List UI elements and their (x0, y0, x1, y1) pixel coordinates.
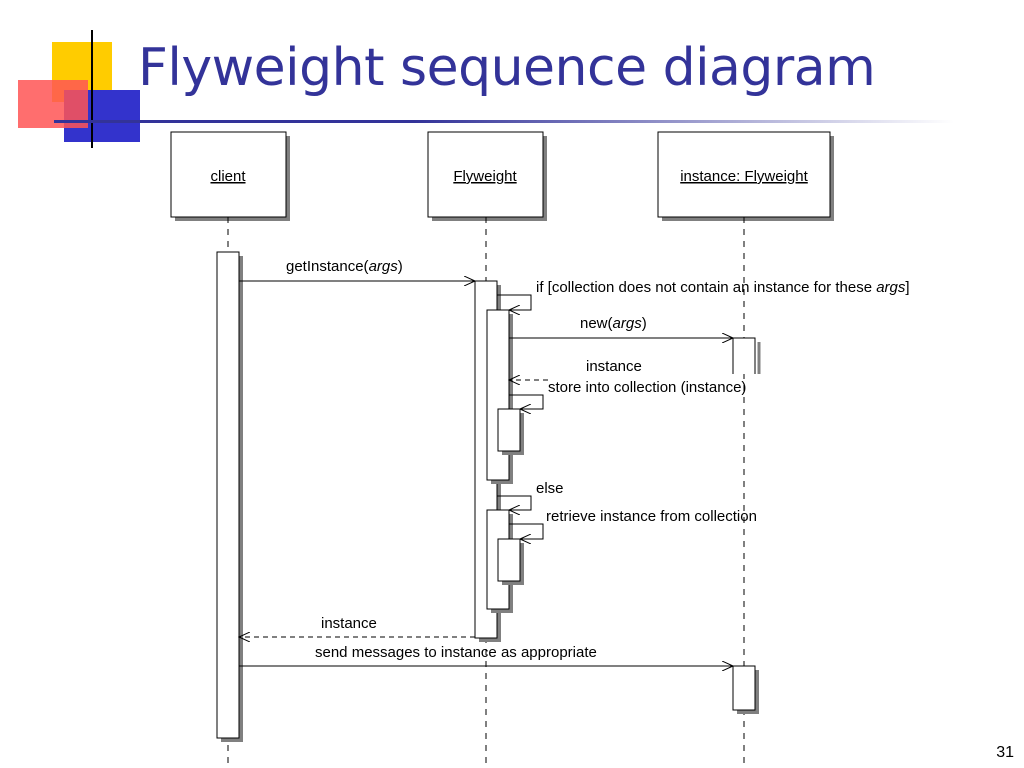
message-label-getinstance: getInstance(args) (286, 258, 403, 275)
activation-flyweight-if (486, 309, 513, 484)
activation-client (216, 251, 243, 742)
slide-title: Flyweight sequence diagram (138, 38, 876, 98)
lifeline-label-flyweight: Flyweight (453, 168, 517, 185)
slide-logo-decoration (0, 0, 160, 160)
message-arrow-store-self (509, 394, 544, 409)
lifeline-label-instance: instance: Flyweight (680, 168, 808, 185)
message-label-if: if [collection does not contain an insta… (536, 279, 910, 296)
message-label-else: else (536, 480, 564, 497)
message-label-instance-return: instance (586, 358, 642, 375)
message-label-new: new(args) (580, 315, 647, 332)
message-label-send: send messages to instance as appropriate (315, 644, 597, 661)
title-underline (54, 120, 954, 123)
lifeline-label-client: client (210, 168, 246, 185)
page-number: 31 (996, 744, 1014, 761)
activation-flyweight-store (497, 408, 524, 455)
message-arrow-else-self (497, 495, 532, 510)
message-label-store: store into collection (instance) (548, 379, 746, 396)
message-label-instance-to-client: instance (321, 615, 377, 632)
message-arrow-if-self (497, 294, 532, 310)
activation-instance-send (732, 665, 759, 714)
message-arrow-retrieve-self (509, 523, 544, 539)
activation-instance-new (732, 337, 761, 374)
activation-flyweight-retrieve (497, 538, 524, 585)
lifeline-box-flyweight: Flyweight (427, 131, 547, 221)
lifeline-box-client: client (170, 131, 290, 221)
message-label-retrieve: retrieve instance from collection (546, 508, 757, 525)
lifeline-box-instance: instance: Flyweight (657, 131, 834, 221)
